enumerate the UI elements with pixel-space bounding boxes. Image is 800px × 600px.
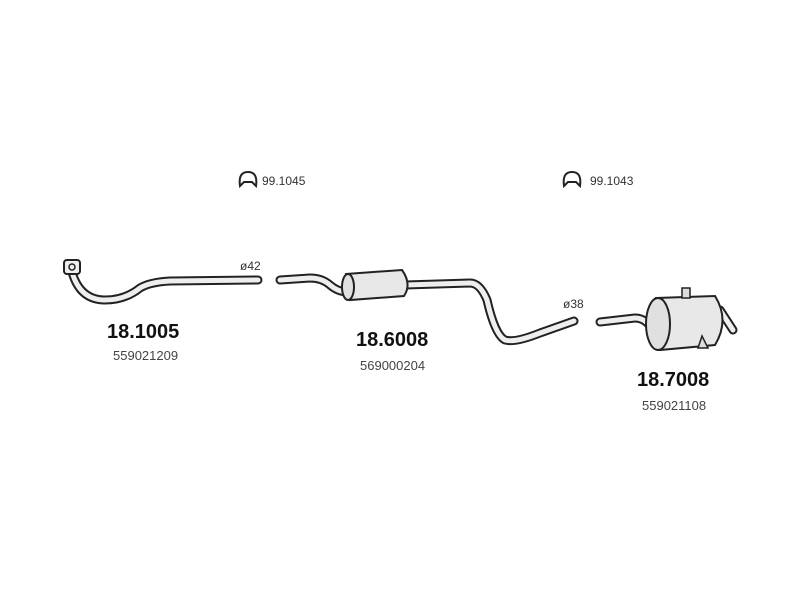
middle-silencer-drawing	[275, 268, 579, 346]
clamp-part-number: 99.1045	[262, 174, 306, 188]
rear-silencer-drawing	[595, 287, 738, 352]
oem-number: 559021209	[113, 348, 178, 363]
part-number: 18.1005	[107, 321, 179, 343]
oem-number: 569000204	[360, 358, 425, 373]
pipe-diameter: ø42	[240, 259, 261, 273]
part-number: 18.6008	[356, 329, 428, 351]
clamp-icon	[562, 170, 582, 189]
clamp-icon	[238, 170, 258, 189]
pipe-diameter: ø38	[563, 297, 584, 311]
front-pipe-drawing	[63, 259, 263, 305]
oem-number: 559021108	[642, 398, 706, 413]
part-number: 18.7008	[637, 369, 709, 391]
clamp-part-number: 99.1043	[590, 174, 634, 188]
